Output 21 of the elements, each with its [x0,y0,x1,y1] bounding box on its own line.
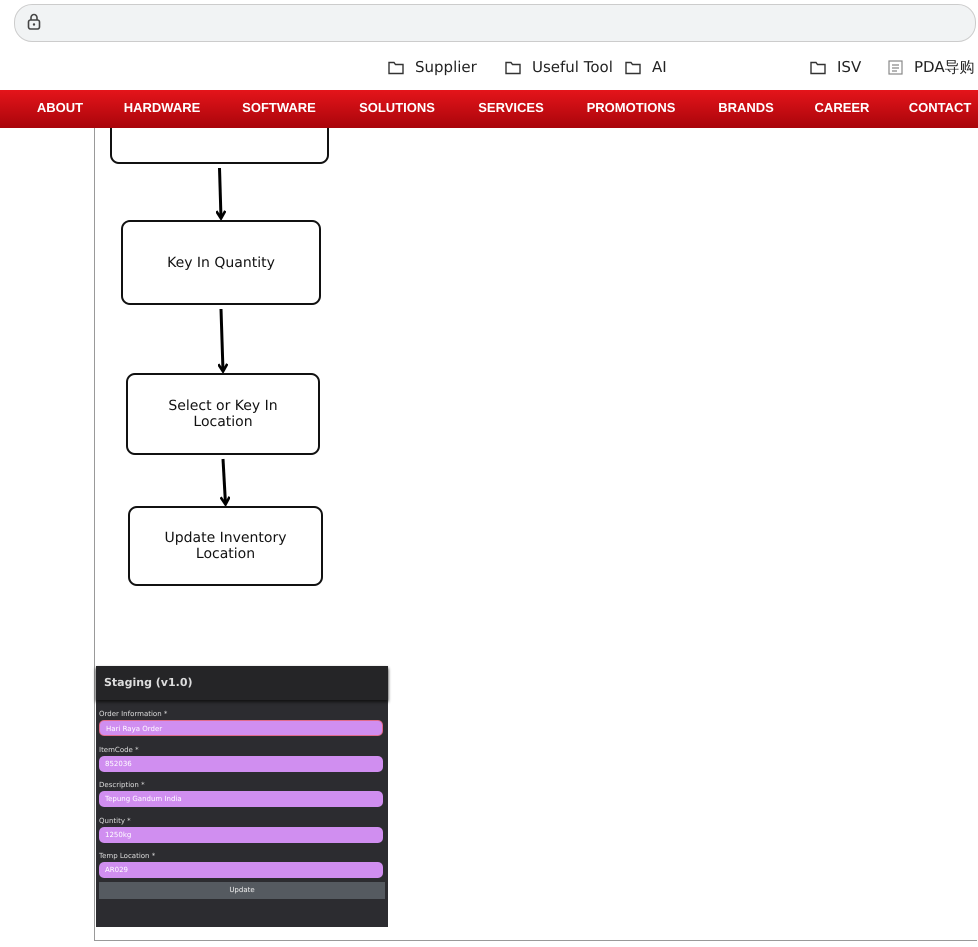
bookmark-link: PDA导购 [914,58,975,77]
bookmark-link: AI [652,58,667,76]
process-box: Select or Key In Location [126,373,320,455]
app-title: Staging (v1.0) [104,676,192,689]
nav-link: SOLUTIONS [359,100,435,115]
arrow [215,168,227,220]
nav-link: SERVICES [478,100,544,115]
nav-link: CAREER [814,100,870,115]
arrow [219,458,231,506]
process-box: Key In Quantity [121,220,321,305]
process-box: Update Inventory Location [128,506,323,586]
nav-link: BRANDS [718,100,774,115]
nav-link: SOFTWARE [242,100,316,115]
bookmark-link: Useful Tool [532,58,613,76]
nav-link: CONTACT [908,100,972,115]
bookmark-link: ISV [837,58,862,76]
nav-link: HARDWARE [124,100,200,115]
arrow [216,308,229,373]
nav-link: PROMOTIONS [586,100,676,115]
nav-link: ABOUT [36,100,84,115]
bookmark-link: Supplier [415,58,477,76]
